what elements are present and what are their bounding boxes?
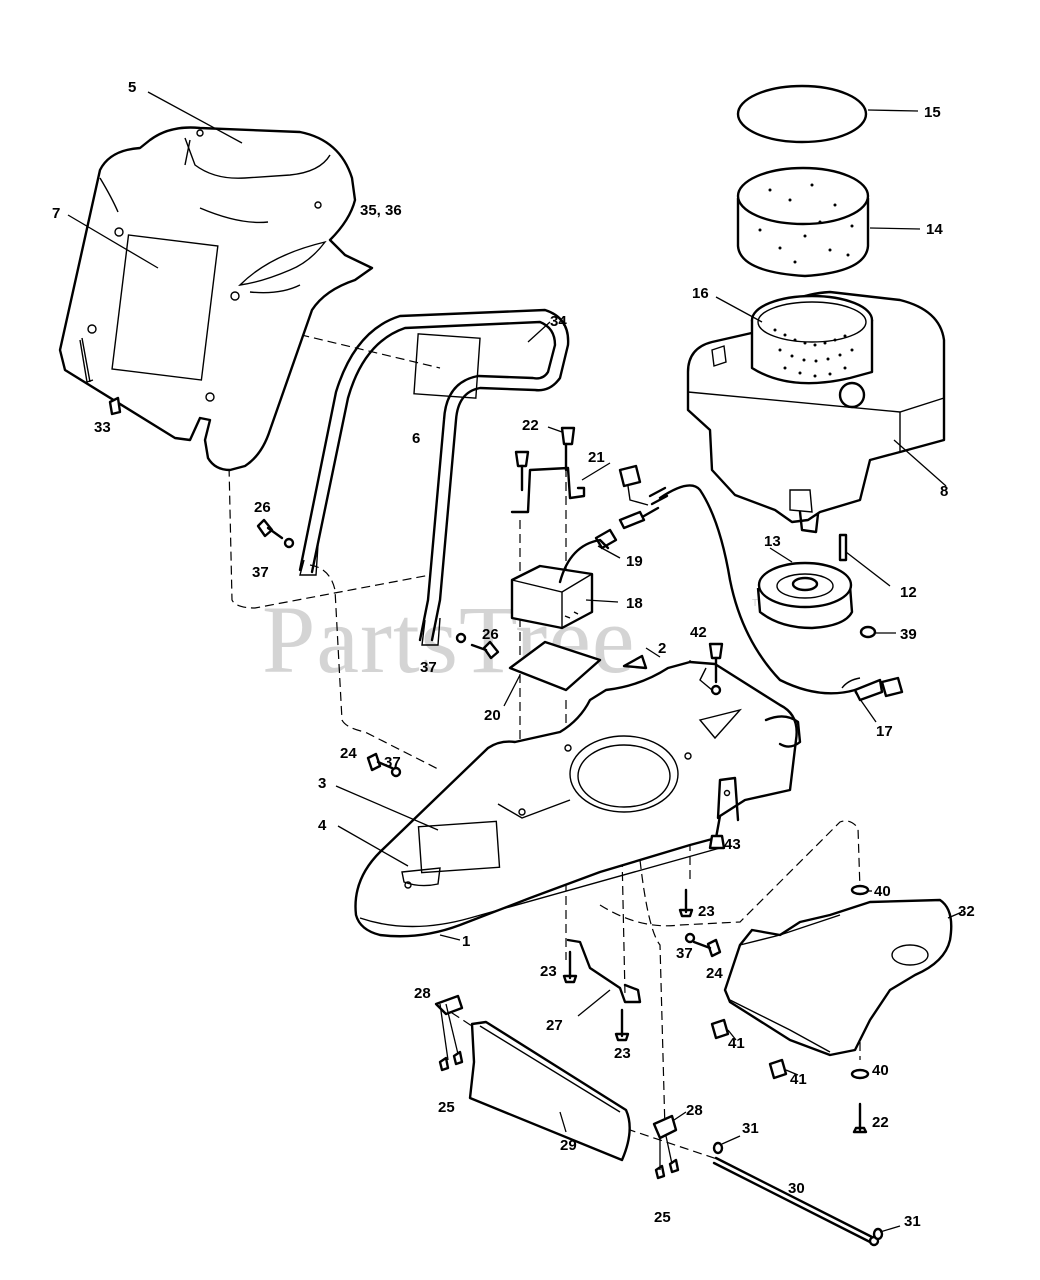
engine [686,290,946,534]
callout-31-upper: 31 [742,1120,759,1137]
callout-22-lower: 22 [872,1114,889,1131]
part-18-module [510,564,594,630]
part-28-bracket-a [434,994,464,1016]
callout-37-left: 37 [252,564,269,581]
callout-2: 2 [658,640,666,657]
callout-25-right: 25 [654,1209,671,1226]
callout-42: 42 [690,624,707,641]
callout-17: 17 [876,723,893,740]
part-39-nut [859,625,877,639]
part-19-connector [558,464,649,584]
part-20-pad [508,640,602,692]
callout-41-a: 41 [728,1035,745,1052]
part-25-rivet-a [438,1056,450,1072]
part-30-axle [712,1156,876,1245]
part-17-wire-harness [618,484,904,702]
callout-18: 18 [626,595,643,612]
callout-32: 32 [958,903,975,920]
callout-26-mid: 26 [482,626,499,643]
callout-23-left: 23 [540,963,557,980]
housing-cover [58,126,374,472]
callout-25-left: 25 [438,1099,455,1116]
leader-lines [67,91,963,1233]
callout-31-lower: 31 [904,1213,921,1230]
callout-14: 14 [926,221,943,238]
part-43-nut [708,834,726,850]
part-24-bolt-a [366,752,382,772]
callout-24-right: 24 [706,965,723,982]
part-31-clip-a [712,1141,724,1155]
part-37-washer-c [390,766,402,778]
callout-28-right: 28 [686,1102,703,1119]
callout-28-left: 28 [414,985,431,1002]
callout-15: 15 [924,104,941,121]
part-21-screw [514,450,530,468]
callout-24-left: 24 [340,745,357,762]
callout-37-mid: 37 [420,659,437,676]
part-41-clip-b [768,1058,788,1080]
part-37-washer-a [283,537,295,549]
callout-27: 27 [546,1017,563,1034]
part-42-washer [710,684,722,696]
part-13-pulley [756,561,854,630]
part-27-rod [566,938,642,1004]
callout-8: 8 [940,483,948,500]
part-28-bracket-b [652,1114,678,1140]
part-37-washer-d [684,932,696,944]
callout-7: 7 [52,205,60,222]
callout-40-lower: 40 [872,1062,889,1079]
part-40-washer-b [850,1068,870,1080]
callout-labels: 5 7 35, 36 15 14 16 34 6 33 22 21 8 26 3… [52,79,975,1230]
part-37-washer-b [455,632,467,644]
part-15-disc [736,84,868,144]
callout-19: 19 [626,553,643,570]
part-2-decal [622,654,648,670]
part-21-bracket [510,466,586,514]
callout-16: 16 [692,285,709,302]
part-22-bolt-upper [560,426,576,446]
part-41-clip-a [710,1018,730,1040]
callout-26-left: 26 [254,499,271,516]
callout-13: 13 [764,533,781,550]
callout-41-b: 41 [790,1071,807,1088]
callout-29: 29 [560,1137,577,1154]
part-12-pin [838,533,848,562]
part-42-bolt [708,642,724,660]
callout-37-lower: 37 [384,754,401,771]
handle-frame [298,308,570,646]
callout-21: 21 [588,449,605,466]
callout-20: 20 [484,707,501,724]
part-29-flap [468,1020,631,1162]
callout-40-upper: 40 [874,883,891,900]
hardware-fasteners [108,396,870,1180]
callout-37-right: 37 [676,945,693,962]
callout-23-right: 23 [698,903,715,920]
callout-23-bottom: 23 [614,1045,631,1062]
callout-3: 3 [318,775,326,792]
callout-35-36: 35, 36 [360,202,402,219]
callout-4: 4 [318,817,327,834]
callout-34: 34 [550,313,567,330]
callout-43: 43 [724,836,741,853]
part-32-belt-guard [723,898,953,1057]
engine-screen-pattern [773,328,854,378]
callout-39: 39 [900,626,917,643]
deck-base [354,660,802,938]
part-26-bolt-mid [482,640,500,660]
part-40-washer-a [850,884,870,896]
callout-30: 30 [788,1180,805,1197]
callout-5: 5 [128,79,136,96]
callout-6: 6 [412,430,420,447]
part-33-plug [108,396,122,416]
callout-1: 1 [462,933,470,950]
callout-22-upper: 22 [522,417,539,434]
callout-12: 12 [900,584,917,601]
callout-33: 33 [94,419,111,436]
part-24-bolt-b [706,938,722,958]
part-31-clip-b [872,1227,884,1241]
part-14-filter [736,166,870,278]
